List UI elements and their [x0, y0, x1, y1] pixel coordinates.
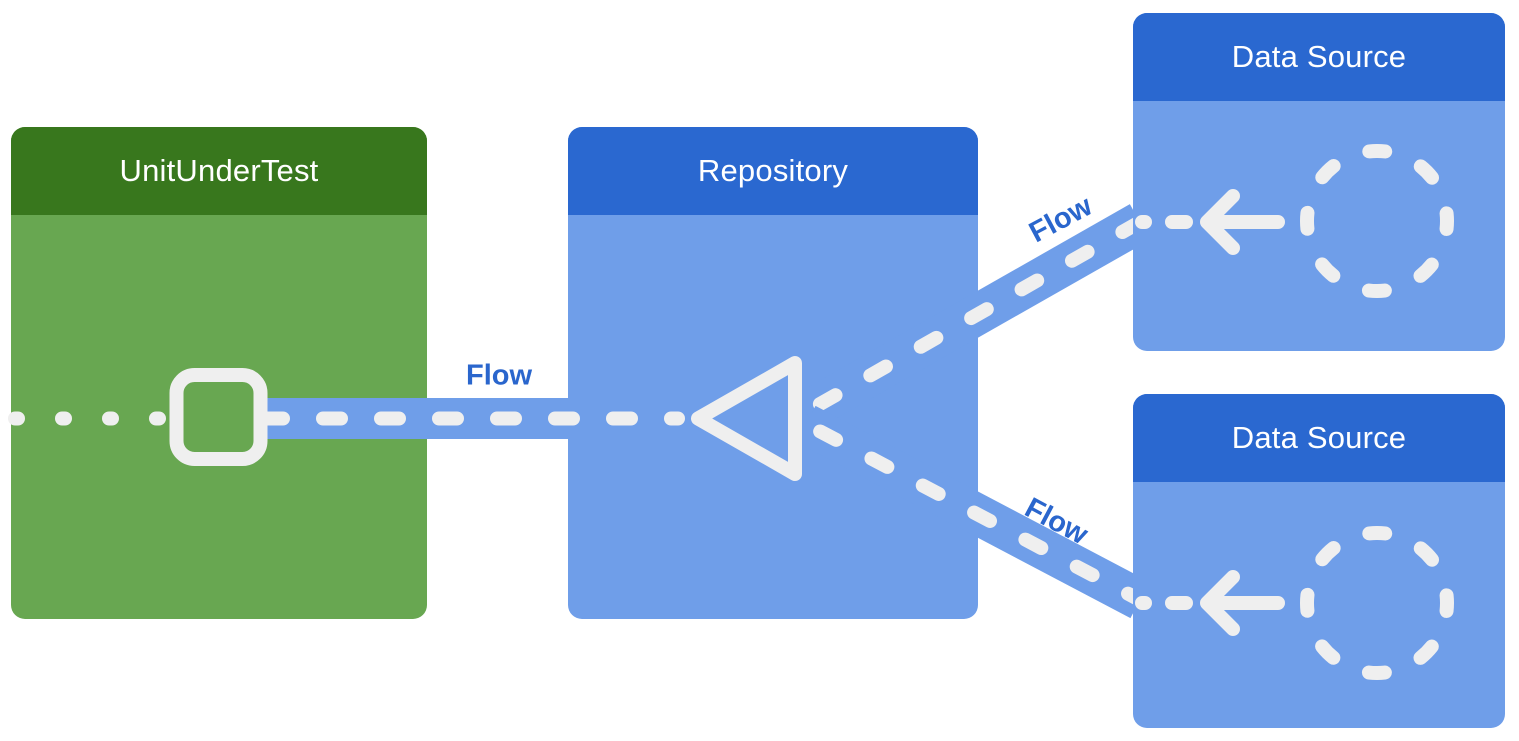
box-header-data-source-top: Data Source [1133, 13, 1505, 101]
flow-label-main: Flow [465, 359, 533, 392]
box-title-data-source-bottom: Data Source [1231, 420, 1407, 455]
box-data-source-bottom: Data Source [1133, 394, 1505, 728]
box-data-source-top: Data Source [1133, 13, 1505, 351]
flow-label-bottom: Flow [1019, 491, 1093, 552]
box-title-repository: Repository [697, 153, 849, 188]
box-repository: Repository [568, 127, 978, 619]
box-header-repository: Repository [568, 127, 978, 215]
flow-label-top: Flow [1024, 189, 1098, 250]
box-unit-under-test: UnitUnderTest [11, 127, 427, 619]
box-header-data-source-bottom: Data Source [1133, 394, 1505, 482]
box-header-unit-under-test: UnitUnderTest [11, 127, 427, 215]
box-title-unit-under-test: UnitUnderTest [119, 153, 319, 188]
box-title-data-source-top: Data Source [1231, 39, 1407, 74]
